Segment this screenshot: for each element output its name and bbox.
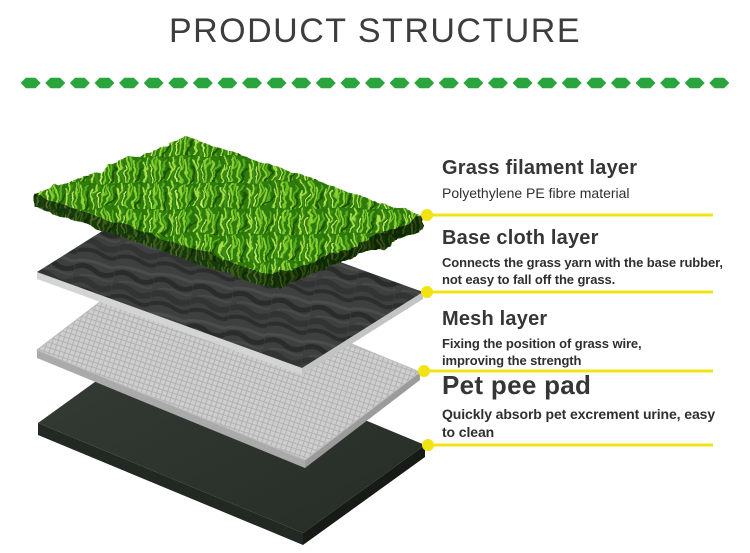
diamond-icon xyxy=(45,77,66,89)
diamond-icon xyxy=(20,77,41,89)
diamond-icon xyxy=(684,77,705,89)
connector-pad xyxy=(422,439,713,451)
connector-base-cloth xyxy=(421,286,713,298)
diamond-icon xyxy=(94,77,115,89)
layer-title: Pet pee pad xyxy=(442,370,592,400)
layer-title: Grass filament layer xyxy=(442,157,638,179)
diamond-icon xyxy=(586,77,607,89)
diamond-icon xyxy=(610,77,631,89)
diamond-icon xyxy=(537,77,558,89)
layer-desc: Fixing the position of grass wire, impro… xyxy=(442,336,642,368)
layer-desc: Quickly absorb pet excrement urine, easy… xyxy=(442,405,716,440)
connector-grass xyxy=(421,209,713,221)
diamond-icon xyxy=(561,77,582,89)
diamond-icon xyxy=(463,77,484,89)
diamond-icon xyxy=(438,77,459,89)
connector-dot xyxy=(422,439,434,451)
layer-title: Mesh layer xyxy=(442,308,548,330)
page-title: PRODUCT STRUCTURE xyxy=(168,12,582,50)
diamond-icon xyxy=(414,77,435,89)
label-mesh: Mesh layer Fixing the position of grass … xyxy=(442,308,727,369)
diamond-icon xyxy=(69,77,90,89)
diamond-icon xyxy=(660,77,681,89)
diamond-icon xyxy=(192,77,213,89)
diamond-icon xyxy=(340,77,361,89)
label-pet-pee-pad: Pet pee pad Quickly absorb pet excrement… xyxy=(442,370,727,442)
grass-filament-layer xyxy=(36,136,423,289)
diamond-icon xyxy=(119,77,140,89)
diamond-icon xyxy=(709,77,730,89)
connector-mesh xyxy=(418,365,713,377)
diamond-icon xyxy=(635,77,656,89)
diamond-icon xyxy=(217,77,238,89)
label-base-cloth: Base cloth layer Connects the grass yarn… xyxy=(442,227,727,288)
diamond-icon xyxy=(242,77,263,89)
diamond-icon xyxy=(168,77,189,89)
diamond-icon xyxy=(487,77,508,89)
layer-desc: Connects the grass yarn with the base ru… xyxy=(442,255,723,287)
diamond-icon xyxy=(266,77,287,89)
connector-dot xyxy=(418,365,430,377)
diamond-divider xyxy=(0,76,750,90)
diamond-icon xyxy=(291,77,312,89)
label-grass-filament: Grass filament layer Polyethylene PE fib… xyxy=(442,157,727,203)
diamond-icon xyxy=(389,77,410,89)
connector-dot xyxy=(421,286,433,298)
connector-dot xyxy=(421,209,433,221)
diamond-icon xyxy=(315,77,336,89)
layer-title: Base cloth layer xyxy=(442,227,599,249)
layer-desc: Polyethylene PE fibre material xyxy=(442,185,630,201)
diamond-icon xyxy=(143,77,164,89)
diamond-icon xyxy=(365,77,385,89)
diamond-icon xyxy=(512,77,533,89)
